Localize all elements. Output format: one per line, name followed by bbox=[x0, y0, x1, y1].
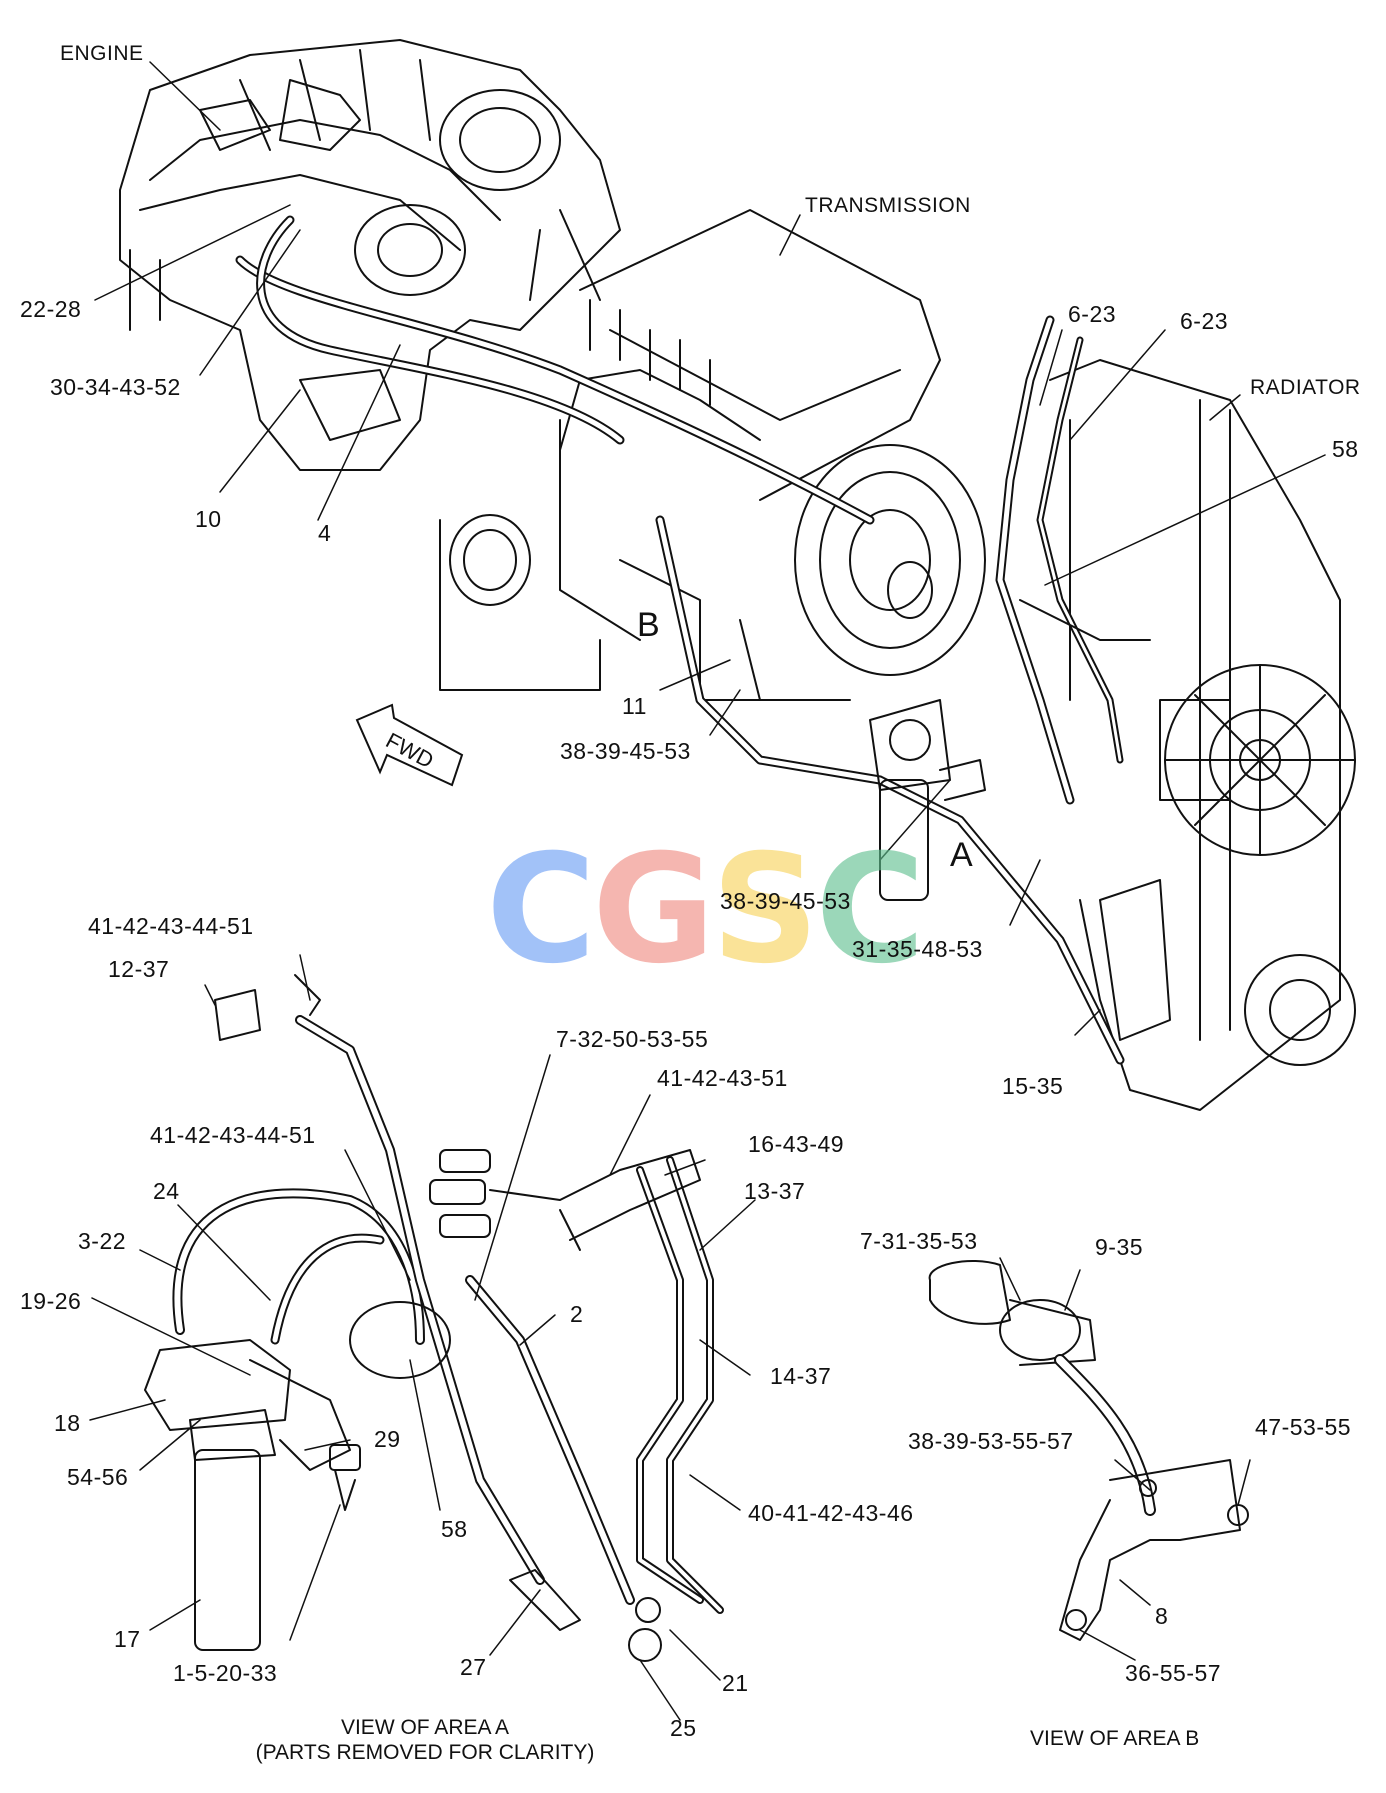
view-area-a-illustration bbox=[144, 974, 724, 1662]
callout-14-37: 14-37 bbox=[770, 1363, 832, 1389]
area-b-marker: B bbox=[637, 606, 661, 644]
callout-15-35: 15-35 bbox=[1002, 1073, 1064, 1099]
callout-4: 4 bbox=[318, 520, 332, 546]
callout-24: 24 bbox=[153, 1178, 180, 1204]
callout-41-42-43-44-51-top: 41-42-43-44-51 bbox=[88, 913, 254, 939]
engine-illustration bbox=[119, 39, 621, 691]
callout-11: 11 bbox=[622, 693, 647, 719]
watermark-letter-s: S bbox=[711, 823, 819, 997]
callout-38-39-45-53-upper: 38-39-45-53 bbox=[560, 738, 691, 764]
callout-40-41-42-43-46: 40-41-42-43-46 bbox=[748, 1500, 914, 1526]
leader-lines bbox=[89, 61, 1326, 1721]
callout-47-53-55: 47-53-55 bbox=[1255, 1414, 1352, 1440]
view-area-a-title: VIEW OF AREA A bbox=[340, 1716, 510, 1739]
callout-21: 21 bbox=[722, 1670, 749, 1696]
callout-18: 18 bbox=[54, 1410, 81, 1436]
transmission-illustration bbox=[559, 209, 986, 701]
view-area-a-caption: VIEW OF AREA A (PARTS REMOVED FOR CLARIT… bbox=[235, 1715, 615, 1765]
callout-16-43-49: 16-43-49 bbox=[748, 1131, 845, 1157]
callout-58-upper: 58 bbox=[1332, 436, 1359, 462]
callout-30-34-43-52: 30-34-43-52 bbox=[50, 374, 181, 400]
callout-27: 27 bbox=[460, 1654, 487, 1680]
forward-arrow-icon: FWD bbox=[355, 703, 464, 787]
callout-6-23-left: 6-23 bbox=[1068, 301, 1117, 327]
callout-12-37: 12-37 bbox=[108, 956, 170, 982]
area-a-marker: A bbox=[950, 836, 974, 874]
watermark-letter-g: G bbox=[592, 823, 715, 997]
callout-19-26: 19-26 bbox=[20, 1288, 82, 1314]
callout-7-32-50-53-55: 7-32-50-53-55 bbox=[556, 1026, 709, 1052]
callout-6-23-right: 6-23 bbox=[1180, 308, 1229, 334]
callout-9-35: 9-35 bbox=[1095, 1234, 1144, 1260]
label-engine: ENGINE bbox=[60, 42, 144, 65]
callout-36-55-57: 36-55-57 bbox=[1125, 1660, 1222, 1686]
callout-41-42-43-44-51-mid: 41-42-43-44-51 bbox=[150, 1122, 316, 1148]
callout-13-37: 13-37 bbox=[744, 1178, 806, 1204]
callout-58-lower: 58 bbox=[441, 1516, 468, 1542]
callout-41-42-43-51: 41-42-43-51 bbox=[657, 1065, 788, 1091]
label-radiator: RADIATOR bbox=[1250, 376, 1361, 399]
watermark-letter-c2: C bbox=[815, 823, 925, 997]
radiator-illustration bbox=[1049, 359, 1356, 1111]
callout-8: 8 bbox=[1155, 1603, 1169, 1629]
callout-54-56: 54-56 bbox=[67, 1464, 129, 1490]
callout-38-39-53-55-57: 38-39-53-55-57 bbox=[908, 1428, 1074, 1454]
callout-10: 10 bbox=[195, 506, 222, 532]
callout-1-5-20-33: 1-5-20-33 bbox=[173, 1660, 278, 1686]
callout-2: 2 bbox=[570, 1301, 584, 1327]
hose-routing-upper bbox=[235, 215, 1151, 1065]
callout-25: 25 bbox=[670, 1715, 697, 1741]
watermark-logo: CGSC bbox=[486, 823, 925, 997]
callout-38-39-45-53-lower: 38-39-45-53 bbox=[720, 888, 851, 914]
callout-22-28: 22-28 bbox=[20, 296, 82, 322]
label-transmission: TRANSMISSION bbox=[805, 194, 971, 217]
callout-17: 17 bbox=[114, 1626, 141, 1652]
callout-31-35-48-53: 31-35-48-53 bbox=[852, 936, 983, 962]
watermark-letter-c1: C bbox=[486, 823, 596, 997]
callout-3-22: 3-22 bbox=[78, 1228, 127, 1254]
view-area-a-subtitle: (PARTS REMOVED FOR CLARITY) bbox=[255, 1741, 595, 1765]
view-area-b-caption: VIEW OF AREA B bbox=[1030, 1727, 1200, 1750]
callout-29: 29 bbox=[374, 1426, 401, 1452]
callout-7-31-35-53: 7-31-35-53 bbox=[860, 1228, 978, 1254]
